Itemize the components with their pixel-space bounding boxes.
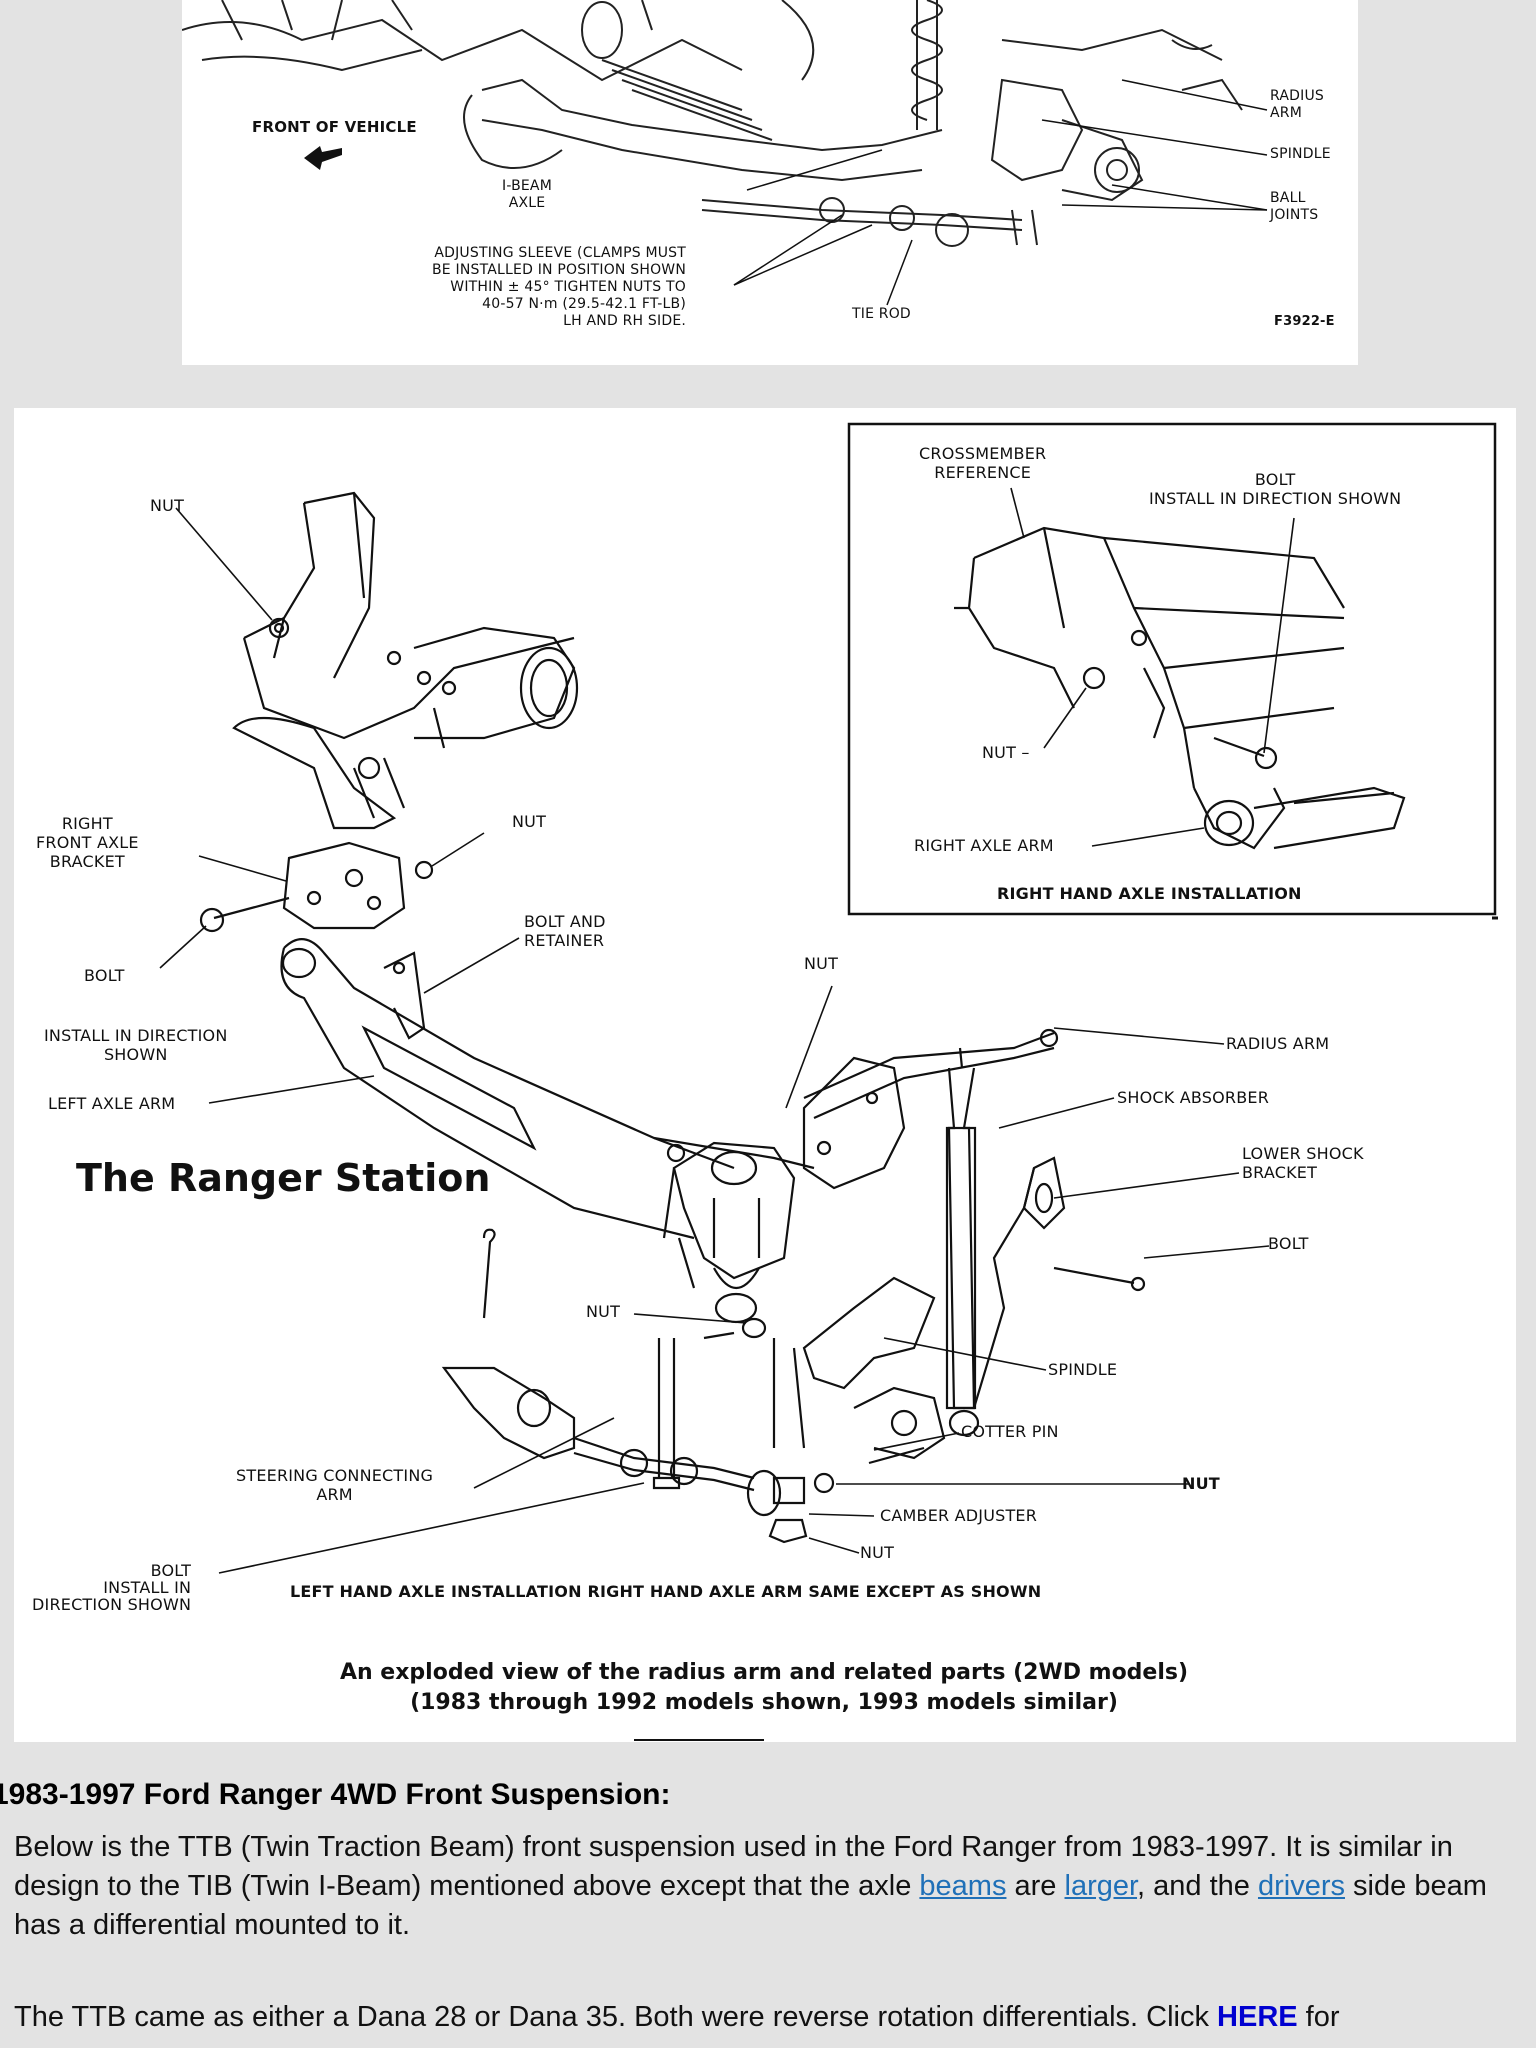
nut-top-label: NUT (150, 496, 185, 515)
crossmember-reference-label: CROSSMEMBER REFERENCE (919, 444, 1047, 482)
right-axle-arm-label: RIGHT AXLE ARM (914, 836, 1054, 855)
right-front-axle-bracket-label: RIGHT FRONT AXLE BRACKET (36, 814, 139, 871)
paragraph-ttb-intro: Below is the TTB (Twin Traction Beam) fr… (14, 1828, 1526, 1945)
i-beam-axle-label: I-BEAM AXLE (502, 178, 552, 211)
steering-connecting-arm-label: STEERING CONNECTING ARM (236, 1466, 434, 1504)
left-axle-arm-label: LEFT AXLE ARM (48, 1094, 176, 1113)
nut-right-label: NUT (1182, 1474, 1220, 1493)
spindle-label: SPINDLE (1048, 1360, 1118, 1379)
nut-center-label: NUT (586, 1302, 621, 1321)
nut-inset-label: NUT – (982, 743, 1030, 762)
lower-shock-bracket-label: LOWER SHOCK BRACKET (1242, 1144, 1364, 1182)
paragraph-ttb-dana: The TTB came as either a Dana 28 or Dana… (14, 1998, 1526, 2037)
nut-mid-label: NUT (804, 954, 839, 973)
nut-bottom-label: NUT (860, 1543, 895, 1562)
nut-bracket-label: NUT (512, 812, 547, 831)
left-hand-axle-installation-label: LEFT HAND AXLE INSTALLATION RIGHT HAND A… (290, 1582, 1042, 1601)
twin-i-beam-diagram: FRONT OF VEHICLE I-BEAM AXLE ADJUSTING S… (182, 0, 1358, 365)
para1-text-d: side beam has a differential mounted to … (14, 1870, 1487, 1941)
para1-text-b: are (1006, 1870, 1065, 1902)
cotter-pin-label: COTTER PIN (961, 1422, 1059, 1441)
para1-text-c: , and the (1137, 1870, 1258, 1902)
bolt-right-label: BOLT (1268, 1234, 1309, 1253)
diagram-caption: An exploded view of the radius arm and r… (339, 1660, 1189, 1715)
radius-arm-exploded-diagram: CROSSMEMBER REFERENCE BOLT INSTALL IN DI… (14, 408, 1516, 1742)
adjusting-sleeve-label: ADJUSTING SLEEVE (CLAMPS MUST BE INSTALL… (432, 245, 687, 329)
radius-arm-label: RADIUS ARM (1226, 1034, 1330, 1053)
figure-code-label: F3922-E (1274, 314, 1335, 329)
camber-adjuster-label: CAMBER ADJUSTER (880, 1506, 1038, 1525)
para1-text-a: Below is the TTB (Twin Traction Beam) fr… (14, 1831, 1453, 1902)
link-larger[interactable]: larger (1064, 1870, 1138, 1902)
bolt-install-bottom-label: BOLT INSTALL IN DIRECTION SHOWN (32, 1561, 192, 1614)
para2-text-a: The TTB came as either a Dana 28 or Dana… (14, 2001, 1218, 2033)
bolt-install-inset-label: BOLT INSTALL IN DIRECTION SHOWN (1149, 470, 1402, 508)
tie-rod-label: TIE ROD (852, 306, 911, 322)
para2-text-b: for (1297, 2001, 1340, 2033)
front-of-vehicle-label: FRONT OF VEHICLE (252, 118, 417, 136)
shock-absorber-label: SHOCK ABSORBER (1117, 1088, 1270, 1107)
link-here[interactable]: HERE (1217, 2001, 1298, 2033)
right-hand-axle-installation-title: RIGHT HAND AXLE INSTALLATION (997, 884, 1302, 903)
section-heading: 1983-1997 Ford Ranger 4WD Front Suspensi… (0, 1778, 671, 1811)
link-beams[interactable]: beams (919, 1870, 1007, 1902)
ball-joints-label: BALL JOINTS (1270, 190, 1319, 223)
link-drivers[interactable]: drivers (1257, 1870, 1345, 1902)
install-in-direction-label: INSTALL IN DIRECTION SHOWN (44, 1026, 228, 1064)
bolt-left-label: BOLT (84, 966, 125, 985)
bolt-and-retainer-label: BOLT AND RETAINER (524, 912, 606, 950)
radius-arm-label-top: RADIUS ARM (1270, 88, 1324, 121)
twin-i-beam-drawing (182, 0, 1268, 306)
spindle-label-top: SPINDLE (1270, 146, 1331, 162)
radius-arm-drawing (159, 422, 1498, 1741)
ranger-station-watermark: The Ranger Station (76, 1156, 491, 1200)
